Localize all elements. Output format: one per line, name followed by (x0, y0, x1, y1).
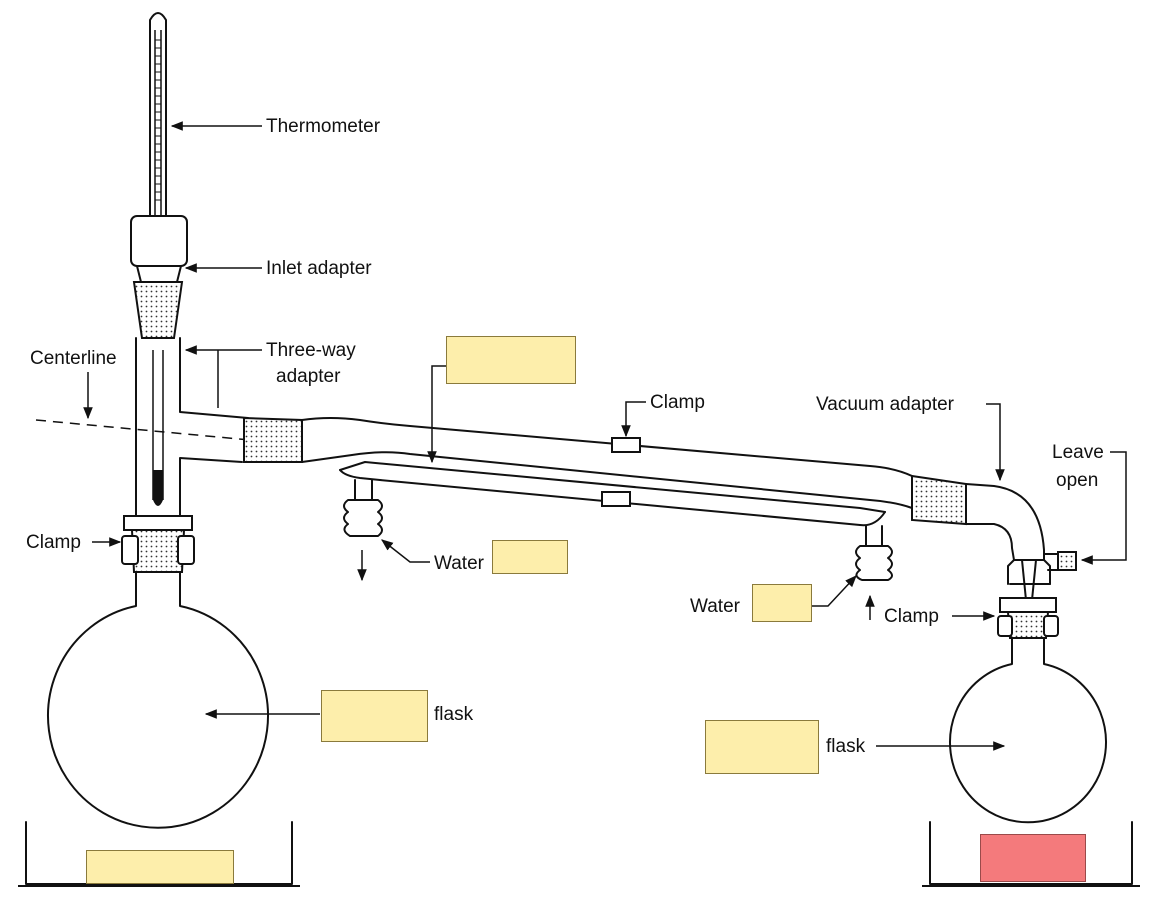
distilling-flask (47, 571, 269, 829)
label-water-right: Water (690, 596, 741, 617)
label-three-way-line2: adapter (276, 366, 341, 387)
three-way-adapter (121, 337, 249, 573)
condenser (301, 417, 913, 581)
heating-bath-left (18, 821, 300, 887)
label-inlet-adapter: Inlet adapter (266, 258, 372, 279)
receiving-flask (949, 637, 1107, 824)
label-clamp-right: Clamp (884, 606, 939, 627)
receiving-flask-clamp (997, 597, 1059, 639)
label-thermometer: Thermometer (266, 116, 381, 137)
label-clamp-left: Clamp (26, 532, 81, 553)
label-leave-open-line2: open (1056, 470, 1098, 491)
answer-box-heat-source[interactable] (86, 850, 234, 884)
answer-box-condenser[interactable] (446, 336, 576, 384)
inlet-adapter (130, 215, 188, 339)
label-leave-open-line1: Leave (1052, 442, 1104, 463)
answer-box-water-in[interactable] (752, 584, 812, 622)
label-water-left: Water (434, 553, 485, 574)
thermometer (149, 12, 167, 506)
cooling-bath-right (922, 821, 1140, 887)
label-centerline: Centerline (30, 348, 117, 369)
centerline (35, 419, 251, 441)
label-vacuum-adapter: Vacuum adapter (816, 394, 955, 415)
label-flask-left: flask (434, 704, 474, 725)
vacuum-adapter (911, 474, 1077, 601)
label-flask-right: flask (826, 736, 866, 757)
condenser-joint-left (243, 416, 303, 463)
label-three-way-line1: Three-way (266, 340, 356, 361)
answer-box-distilling-flask[interactable] (321, 690, 428, 742)
answer-box-receiving-flask[interactable] (705, 720, 819, 774)
label-clamp-top: Clamp (650, 392, 705, 413)
leader-lines (83, 121, 1127, 751)
answer-box-water-out[interactable] (492, 540, 568, 574)
answer-box-cooling-bath[interactable] (980, 834, 1086, 882)
